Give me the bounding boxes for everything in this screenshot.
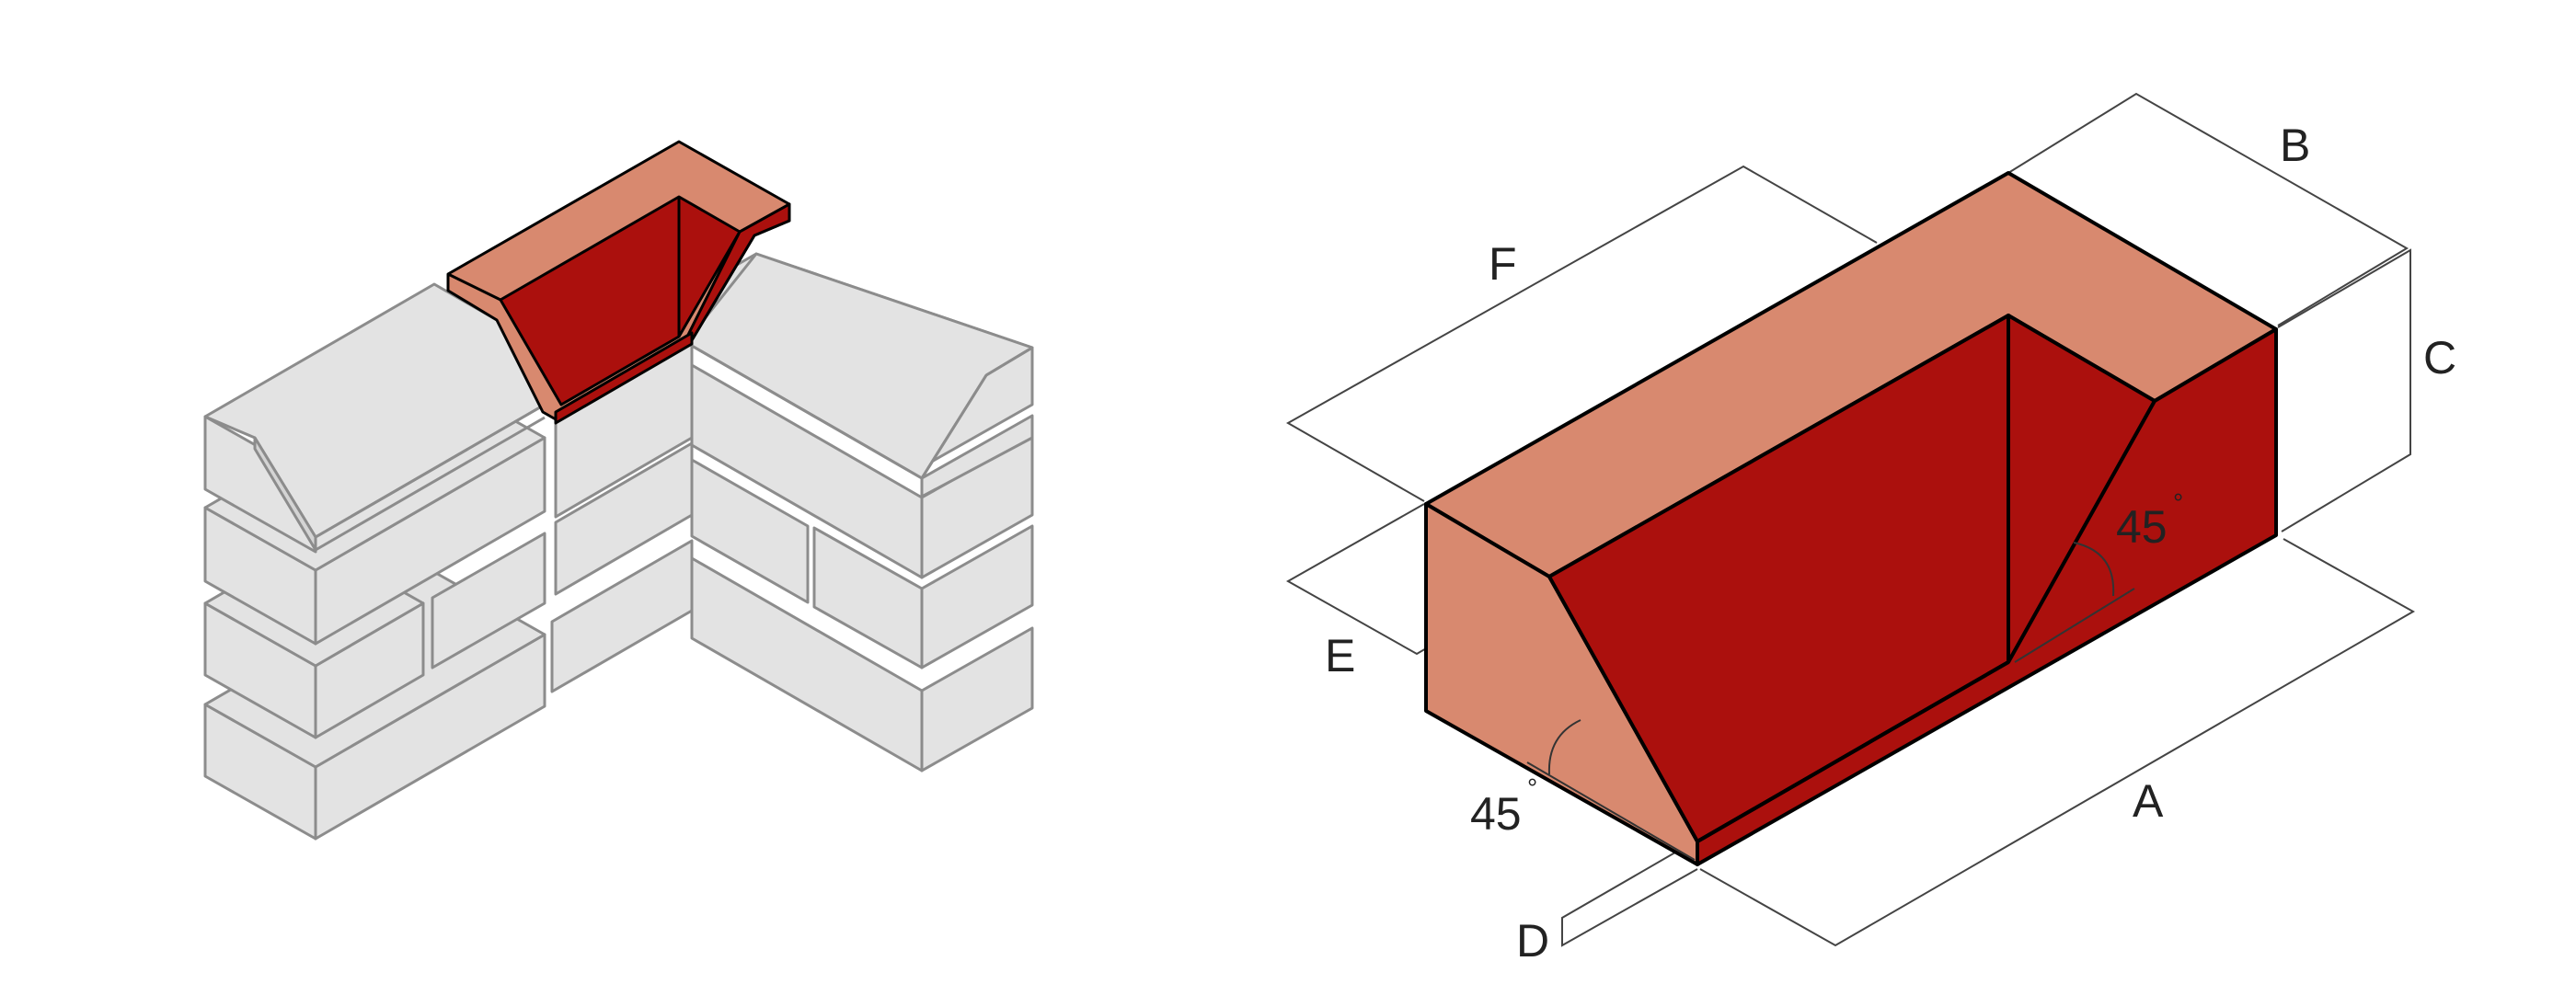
angle-markers	[1526, 542, 2135, 861]
right-wing-row-4	[690, 556, 1034, 772]
dim-line-F	[1285, 165, 1878, 502]
red-coping-brick-small	[446, 140, 791, 425]
dim-line-D	[1561, 839, 1698, 947]
label-D: D	[1516, 915, 1549, 967]
right-wing-coping	[690, 252, 1034, 498]
labels: F B C E A D 45 ° 45 °	[1325, 120, 2456, 967]
degree-symbol-left: °	[1527, 773, 1537, 802]
label-F: F	[1489, 238, 1517, 290]
angle-label-left: 45	[1470, 788, 1522, 840]
dim-line-A	[1699, 538, 2416, 947]
degree-symbol-right: °	[2173, 488, 2183, 517]
left-wing-coping	[203, 282, 546, 554]
dimension-lines	[1285, 92, 2416, 947]
label-C: C	[2423, 332, 2456, 383]
angle-label-right: 45	[2116, 501, 2168, 553]
dim-line-B	[2007, 92, 2409, 326]
label-E: E	[1325, 630, 1355, 681]
dim-line-C	[2277, 248, 2411, 532]
coping-brick-large	[1424, 171, 2278, 866]
label-A: A	[2133, 775, 2164, 827]
brick-wall-corner	[203, 252, 1034, 841]
label-B: B	[2280, 120, 2310, 171]
